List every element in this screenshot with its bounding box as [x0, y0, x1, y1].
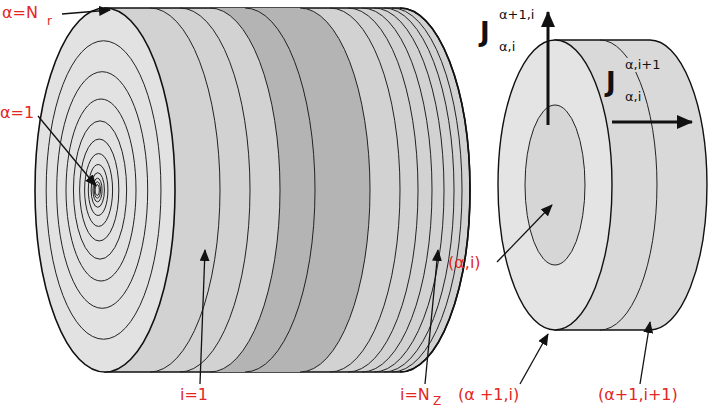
radial-ring [91, 173, 104, 208]
layer-line [362, 8, 432, 372]
layer-line [300, 8, 370, 372]
radial-ring [73, 121, 126, 259]
superscript: α,i+1 [625, 58, 660, 72]
radial-ring [88, 165, 108, 216]
cell-element [498, 40, 707, 330]
leader-line [497, 205, 552, 262]
layer-label: i=1 [180, 386, 208, 404]
radial-flux-arrow [547, 12, 550, 125]
flux-symbol: J [606, 68, 616, 97]
cell-inner-ring [525, 105, 585, 265]
radial-ring [80, 139, 119, 241]
layer-line [180, 8, 250, 372]
layer-label: i=N [400, 386, 430, 404]
radial-ring [85, 154, 113, 227]
cell-label: (α +1,i) [458, 386, 519, 404]
leader-line [62, 10, 110, 14]
radial-ring [57, 72, 148, 309]
axial-flux-arrow [612, 121, 692, 124]
cylinder [35, 8, 470, 372]
layer-line [245, 8, 315, 372]
ring-label: α=1 [0, 104, 34, 122]
radial-ring [93, 178, 102, 202]
subscript: r [47, 15, 52, 28]
leader-line [640, 322, 650, 384]
radial-ring [66, 99, 136, 281]
leader-line [520, 334, 548, 384]
layer-line [210, 8, 280, 372]
layer-line [330, 8, 400, 372]
leader-line [425, 250, 438, 384]
layer-line [392, 8, 462, 372]
radial-ring [46, 41, 161, 339]
dark-band [210, 8, 370, 372]
subscript: α,i [499, 40, 515, 54]
cell-face [498, 40, 612, 330]
leader-line [200, 250, 205, 384]
layer-line [348, 8, 418, 372]
superscript: α+1,i [499, 8, 534, 22]
flux-symbol: J [480, 18, 490, 47]
cell-label: (α,i) [448, 254, 481, 272]
cell-label: (α+1,i+1) [598, 386, 678, 404]
front-face [35, 8, 175, 372]
layer-line [384, 8, 454, 372]
back-edge [400, 8, 470, 372]
ring-label: α=N [2, 4, 38, 22]
subscript: Z [433, 395, 441, 408]
subscript: α,i [625, 90, 641, 104]
flux-arrows [548, 12, 692, 125]
leader-line [38, 116, 96, 186]
leader-lines [38, 10, 650, 384]
